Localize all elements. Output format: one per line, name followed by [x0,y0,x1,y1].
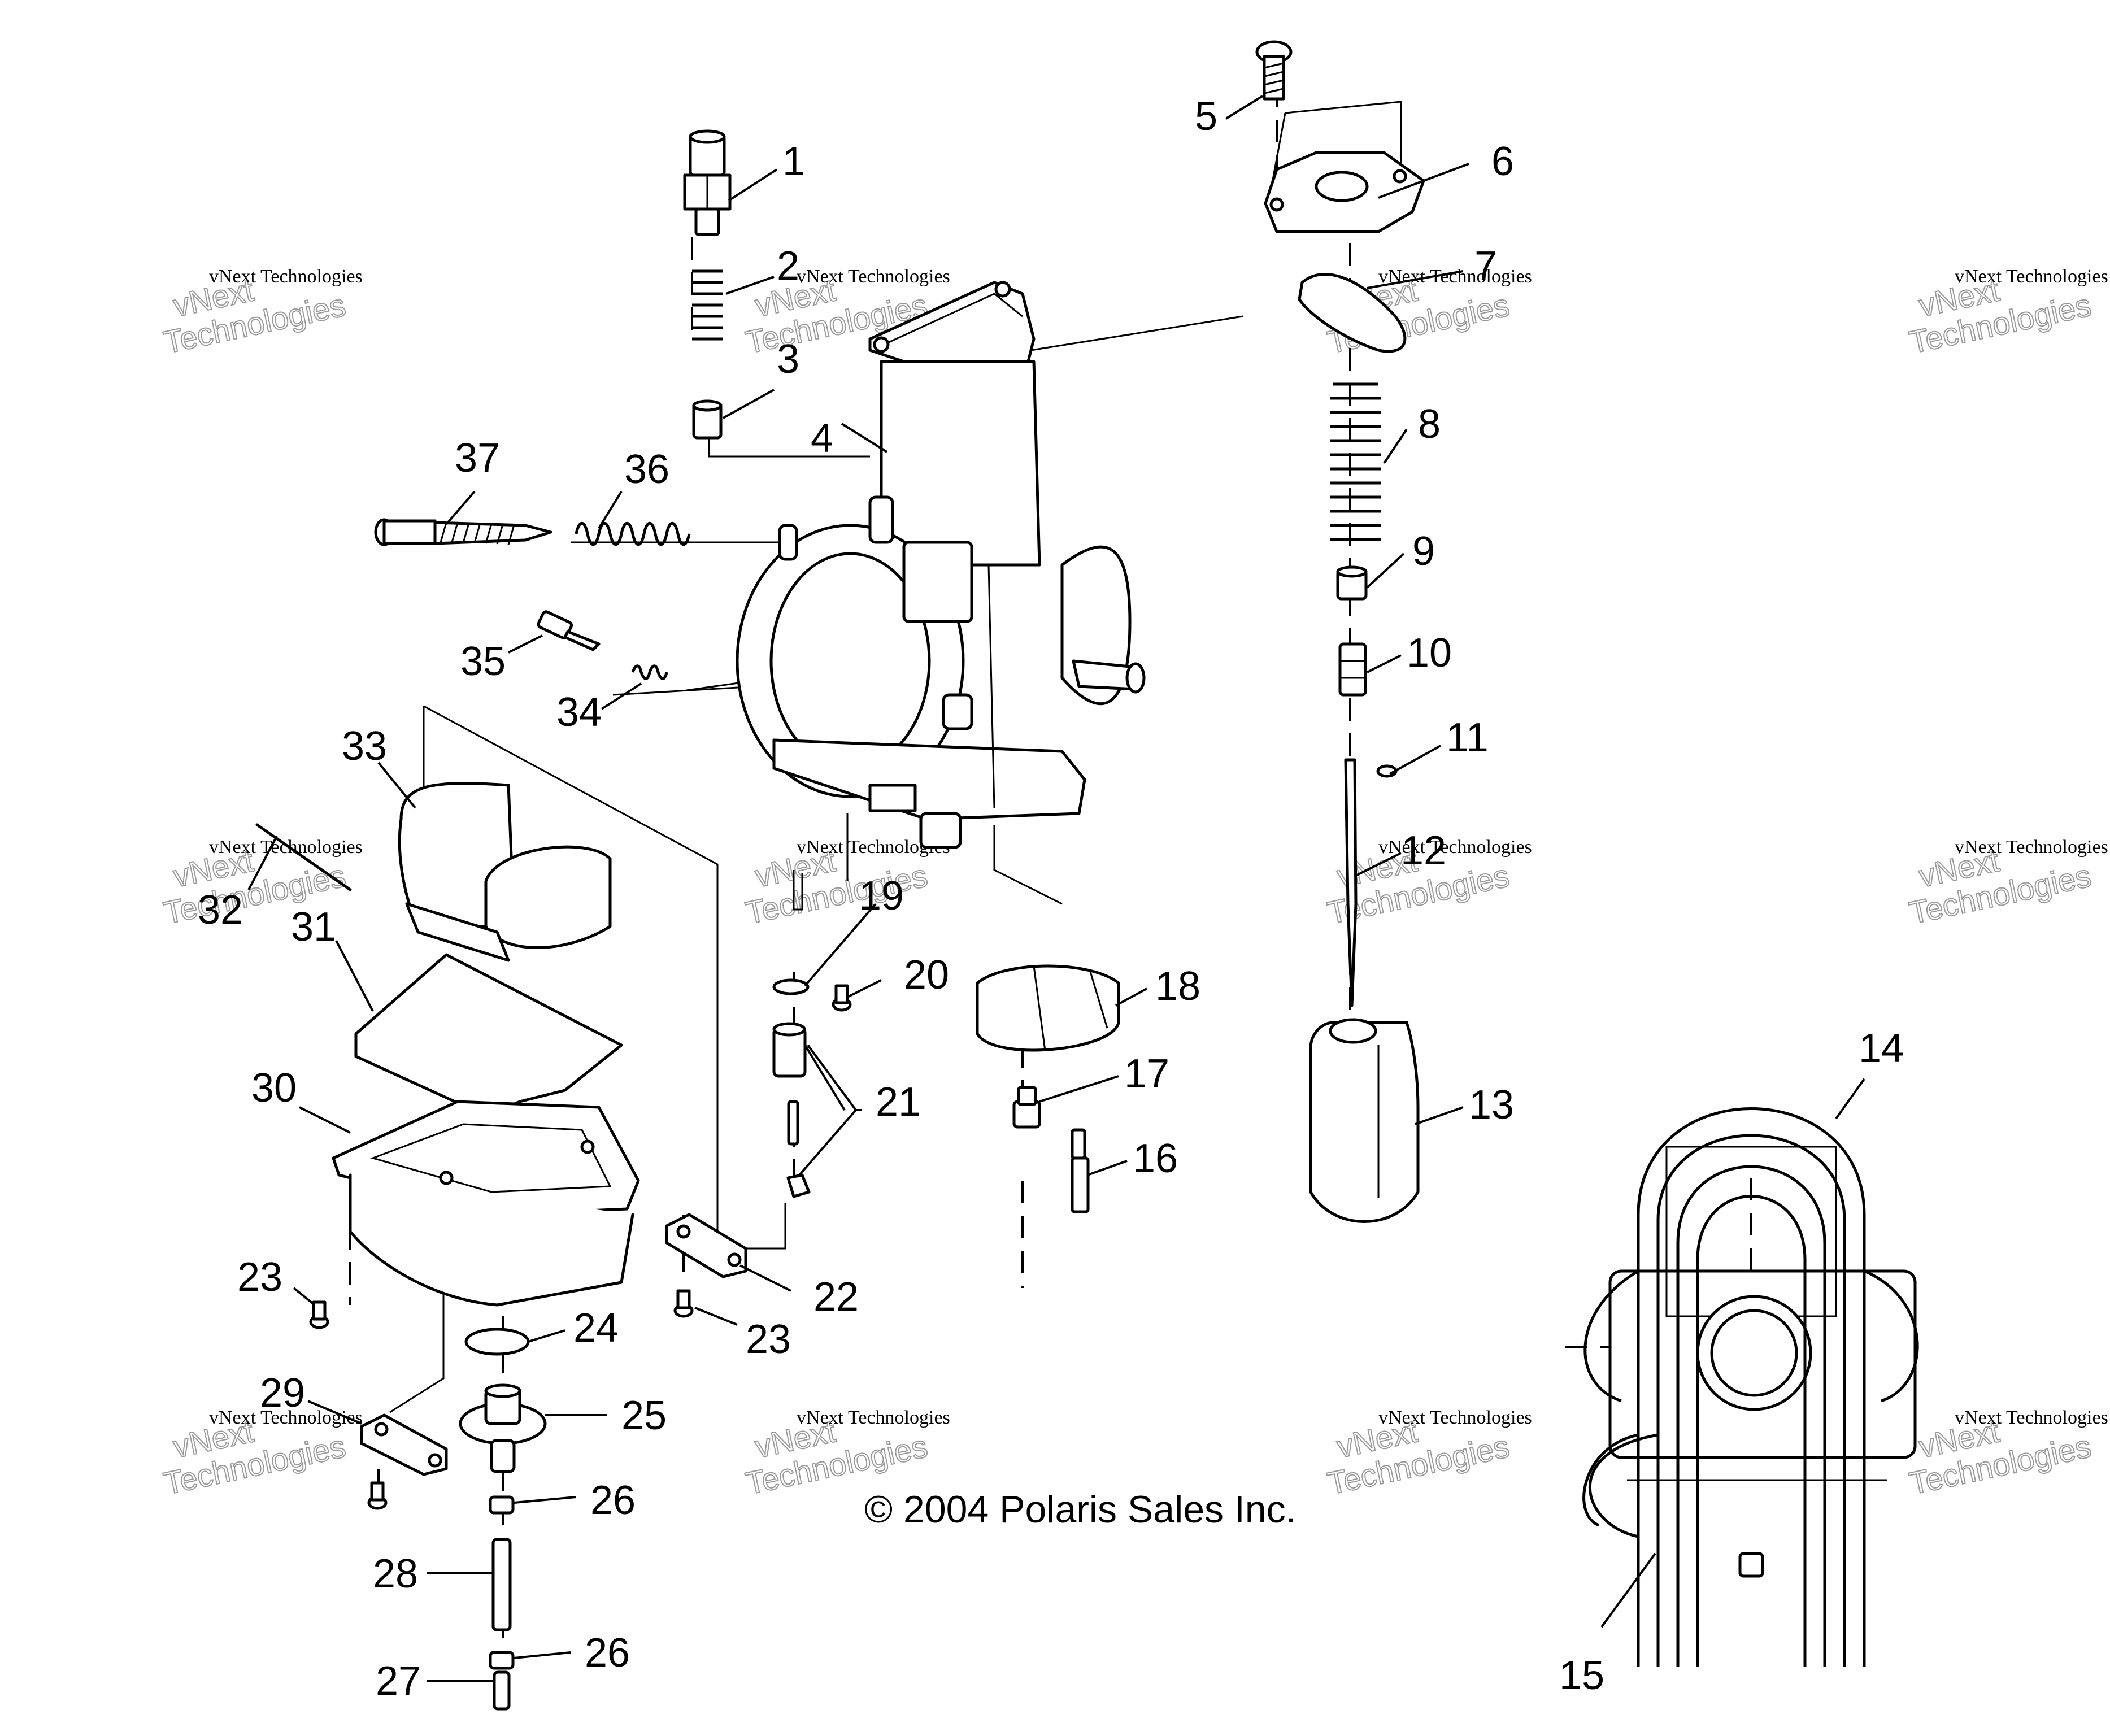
callout-5: 5 [1195,94,1217,139]
callout-14: 14 [1859,1026,1904,1071]
svg-text:vNext Technologies: vNext Technologies [1955,1407,2108,1428]
callout-2: 2 [777,243,799,289]
part-16-jet [1071,1128,1090,1213]
callout-32: 32 [198,887,243,933]
callout-9: 9 [1412,529,1435,574]
callout-23a: 23 [237,1255,282,1300]
part-26-washer [489,1651,515,1670]
svg-text:vNext Technologies: vNext Technologies [209,266,363,287]
svg-text:vNext Technologies: vNext Technologies [797,1407,950,1428]
callout-16: 16 [1133,1136,1178,1181]
part-34-spring [631,664,668,680]
svg-text:vNext Technologies: vNext Technologies [1955,266,2108,287]
part-8-slide-spring [1330,382,1381,541]
callout-7: 7 [1474,243,1497,289]
part-19-o-ring [772,978,810,995]
part-31-gasket [354,953,623,1117]
part-23-screw [673,1289,694,1318]
part-6-top-cover [1264,151,1425,233]
callout-25: 25 [621,1393,667,1438]
callout-13: 13 [1469,1082,1514,1128]
callout-23b: 23 [746,1317,791,1362]
callout-12: 12 [1401,828,1446,873]
callout-11: 11 [1446,715,1489,760]
callout-18: 18 [1155,964,1200,1009]
watermark: vNext Technologies vNext Technologies [1905,837,2108,932]
part-26-washer [489,1495,515,1515]
watermark: vNext Technologies vNext Technologies [1905,266,2108,361]
callout-36: 36 [624,447,669,492]
callout-29: 29 [260,1370,305,1416]
part-33-float [398,782,612,962]
callout-20: 20 [904,952,949,998]
part-37-screw [374,518,552,546]
svg-text:vNext Technologies: vNext Technologies [1378,837,1532,858]
callout-19: 19 [859,873,904,919]
callout-22: 22 [813,1274,859,1320]
part-23-screw [309,1300,329,1329]
part-10-needle-holder [1338,642,1367,697]
svg-text:vNext Technologies: vNext Technologies [797,266,950,287]
callout-31: 31 [291,904,336,950]
watermark: vNext Technologies vNext Technologies [742,1407,950,1502]
callout-15: 15 [1559,1653,1604,1698]
part-17-fitting [1012,1086,1041,1129]
part-35-screw [537,610,601,651]
watermark: vNext Technologies vNext Technologies [160,1407,363,1502]
part-3-cap [692,399,723,440]
svg-text:vNext Technologies: vNext Technologies [1378,266,1532,287]
part-13-throttle-slide [1309,1018,1420,1223]
watermark: vNext Technologies vNext Technologies [742,837,950,932]
part-7-gasket [1298,273,1407,353]
callout-17: 17 [1124,1051,1169,1097]
part-12-jet-needle [1344,758,1358,1007]
watermark: vNext Technologies vNext Technologies [1324,1407,1532,1502]
callout-3: 3 [777,337,799,382]
svg-text:vNext Technologies: vNext Technologies [209,1407,363,1428]
callout-26a: 26 [590,1478,636,1523]
watermark: vNext Technologies vNext Technologies [160,266,363,361]
part-14-15-vent-hose-view [1582,1107,1919,1667]
watermark: vNext Technologies vNext Technologies [1905,1407,2108,1502]
part-36-spring [575,521,691,546]
callout-28: 28 [373,1551,418,1596]
part-22-plate [665,1213,747,1278]
svg-text:vNext Technologies: vNext Technologies [1955,837,2108,858]
callout-21: 21 [876,1080,921,1125]
callout-8: 8 [1418,402,1441,447]
part-2-spring [692,269,723,341]
callout-33: 33 [342,724,387,769]
callout-24: 24 [573,1306,619,1351]
part-29-plate [360,1413,448,1510]
leader-lines [247,95,1865,1682]
part-1-fitting [683,129,732,236]
part-5-screw [1255,40,1293,101]
callout-10: 10 [1407,630,1452,676]
callout-37: 37 [455,436,500,481]
callout-6: 6 [1491,139,1514,184]
part-9-spring-seat [1336,565,1368,601]
svg-text:vNext Technologies: vNext Technologies [209,837,363,858]
callout-35: 35 [460,639,506,684]
svg-text:vNext Technologies: vNext Technologies [1378,1407,1532,1428]
part-21-jet-set [772,1022,811,1198]
part-28-tube [491,1538,512,1631]
part-27-fitting [493,1670,511,1711]
callout-30: 30 [251,1065,297,1111]
callout-27: 27 [376,1659,421,1704]
part-24-o-ring [464,1328,530,1356]
part-4-carburetor-body [736,281,1146,849]
callout-26b: 26 [585,1630,630,1676]
part-20-screw [832,984,852,1012]
callout-4: 4 [811,416,833,461]
callout-1: 1 [782,139,805,184]
part-18-cover [976,964,1120,1052]
part-25-drain-plug [459,1383,547,1473]
copyright-notice: © 2004 Polaris Sales Inc. [864,1488,1297,1531]
part-30-float-bowl [332,1100,640,1307]
callout-34: 34 [556,690,602,735]
part-32-pin [255,823,352,891]
callout-labels: 1 2 3 4 5 6 7 8 9 10 11 12 13 14 15 16 1… [198,94,1904,1704]
